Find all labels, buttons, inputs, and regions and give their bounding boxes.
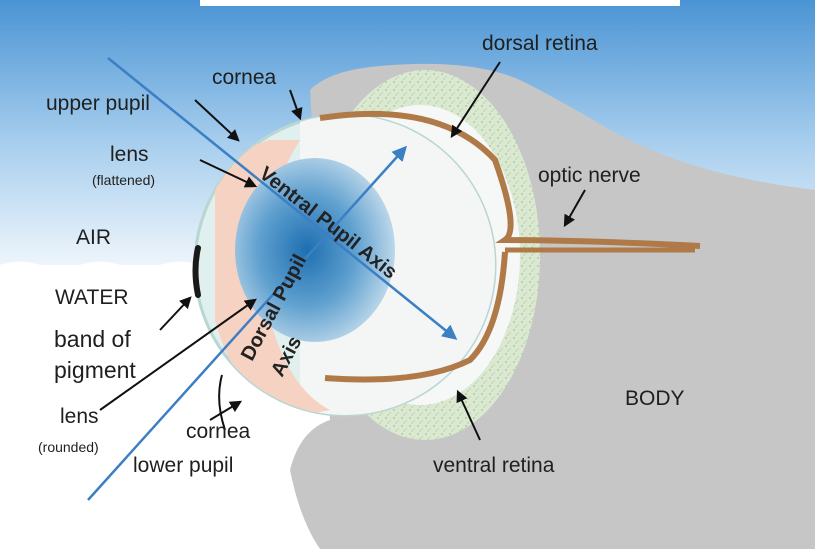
- label-lens-top: lens: [110, 143, 149, 166]
- label-pigment: pigment: [54, 357, 136, 383]
- label-body: BODY: [625, 387, 685, 410]
- label-cornea-top: cornea: [212, 66, 277, 89]
- label-cornea-bottom: cornea: [186, 420, 251, 443]
- label-lower-pupil: lower pupil: [133, 454, 233, 477]
- label-air: AIR: [76, 226, 111, 249]
- label-water: WATER: [55, 286, 129, 309]
- label-lens-top-note: (flattened): [92, 172, 155, 188]
- label-optic-nerve: optic nerve: [538, 164, 641, 187]
- label-dorsal-retina: dorsal retina: [482, 32, 598, 55]
- label-lens-bottom-note: (rounded): [38, 439, 99, 455]
- label-ventral-retina: ventral retina: [433, 454, 555, 477]
- label-lens-bottom: lens: [60, 405, 99, 428]
- label-upper-pupil: upper pupil: [46, 92, 150, 115]
- label-band-of: band of: [54, 326, 131, 352]
- white-top-band: [200, 0, 680, 6]
- pigment-band: [196, 248, 199, 295]
